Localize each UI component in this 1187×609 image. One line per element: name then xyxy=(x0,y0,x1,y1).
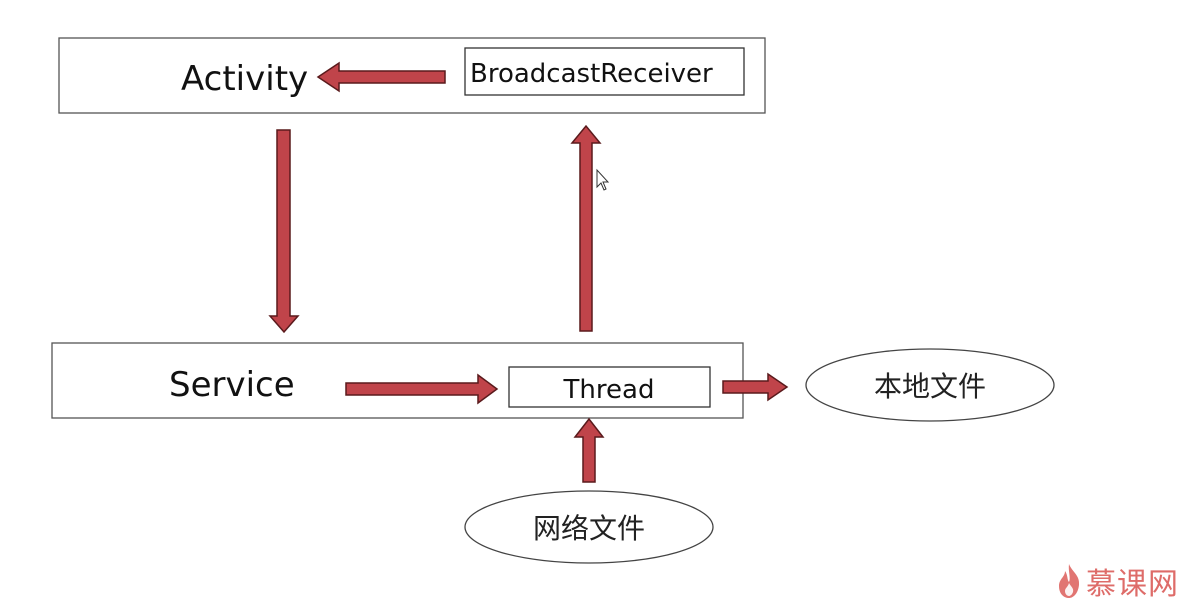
local-file-ellipse xyxy=(805,348,1055,422)
arrow-thread-to-local-file xyxy=(722,372,789,402)
arrow-broadcast-to-activity xyxy=(316,61,446,93)
broadcast-receiver-label: BroadcastReceiver xyxy=(470,59,713,89)
network-file-label: 网络文件 xyxy=(533,512,645,545)
watermark-logo: 慕课网 xyxy=(1056,559,1179,603)
thread-box xyxy=(508,366,711,408)
broadcast-receiver-box xyxy=(464,47,745,96)
flame-icon xyxy=(1059,564,1080,598)
mouse-cursor-icon xyxy=(596,168,610,191)
activity-label: Activity xyxy=(181,59,308,99)
watermark-logo-text: 慕课网 xyxy=(1086,567,1179,602)
arrow-thread-to-broadcast xyxy=(570,124,602,332)
thread-label: Thread xyxy=(563,375,655,405)
arrow-network-file-to-thread xyxy=(573,417,605,483)
local-file-label: 本地文件 xyxy=(874,370,986,403)
arrow-activity-to-service xyxy=(268,129,300,334)
service-label: Service xyxy=(169,365,295,405)
network-file-ellipse xyxy=(464,490,714,564)
arrow-service-to-thread xyxy=(345,373,499,405)
